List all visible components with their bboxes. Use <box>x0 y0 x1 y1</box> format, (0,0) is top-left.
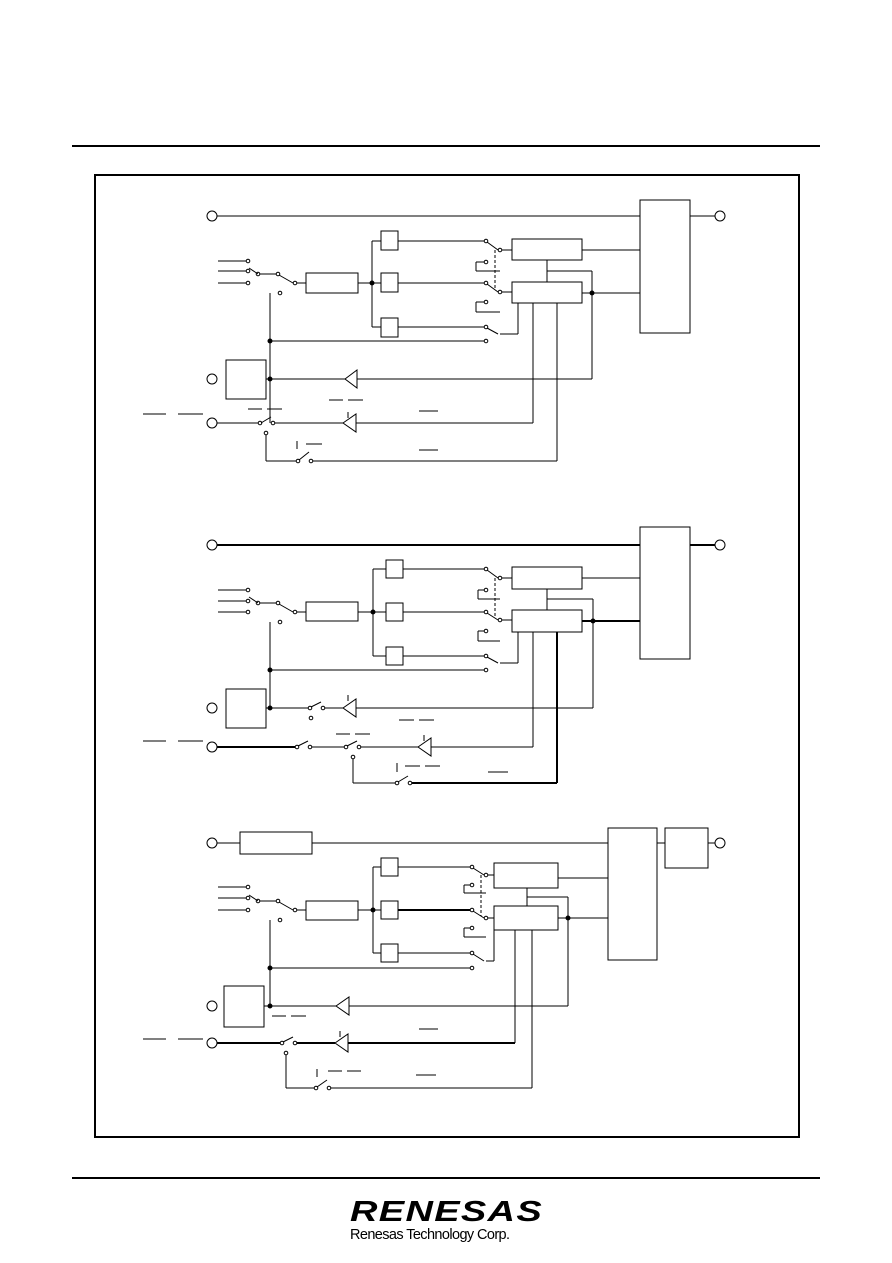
circuit-block-2 <box>143 526 726 786</box>
header-rule <box>72 145 820 147</box>
renesas-logo: RENESAS <box>350 1197 545 1247</box>
company-name: Renesas Technology Corp. <box>350 1227 510 1243</box>
mux-block <box>639 199 691 334</box>
latch-block <box>305 272 359 294</box>
control-block <box>225 359 267 400</box>
figure-frame <box>94 174 800 1138</box>
circuit-block-1 <box>143 199 726 464</box>
logo-wordmark: RENESAS <box>350 1197 543 1225</box>
register-block <box>511 238 583 261</box>
terminal-pin <box>714 210 726 222</box>
footer-rule <box>72 1177 820 1179</box>
register-block <box>511 281 583 304</box>
circuit-block-3 <box>143 827 726 1091</box>
terminal-pin <box>206 210 218 222</box>
